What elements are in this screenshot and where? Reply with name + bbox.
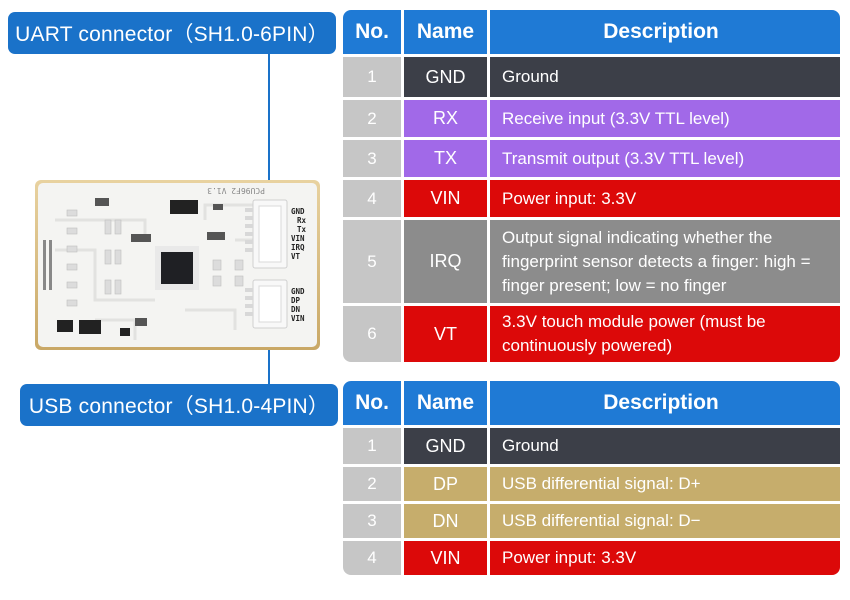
uart-pin-labels: GND Rx Tx VIN IRQ VT <box>291 207 307 261</box>
usb-pin-label: DN <box>291 305 301 314</box>
usb-connector-line <box>268 316 270 384</box>
uart-connector-line <box>268 54 270 205</box>
pin-name: VIN <box>404 541 487 575</box>
uart-pin-label: IRQ <box>291 243 305 252</box>
uart-pinout-table: No. Name Description 1 GND Ground 2 RX R… <box>343 10 840 362</box>
pin-name: VT <box>404 306 487 362</box>
pin-name: DN <box>404 504 487 538</box>
board-model-silkscreen: PCU96F2 V1.3 <box>207 186 265 195</box>
header-description: Description <box>490 381 840 425</box>
pin-number: 4 <box>343 541 401 575</box>
usb-pin-label: VIN <box>291 314 305 323</box>
header-no: No. <box>343 381 401 425</box>
uart-pin-label: GND <box>291 207 305 216</box>
uart-pin-label: VT <box>291 252 301 261</box>
pin-number: 3 <box>343 504 401 538</box>
pin-description: 3.3V touch module power (must be continu… <box>490 306 840 362</box>
table-header-row: No. Name Description <box>343 10 840 54</box>
table-header-row: No. Name Description <box>343 381 840 425</box>
pin-number: 1 <box>343 428 401 464</box>
pin-number: 5 <box>343 220 401 303</box>
header-name: Name <box>404 381 487 425</box>
table-row: 4 VIN Power input: 3.3V <box>343 541 840 575</box>
usb-pin-labels: GND DP DN VIN <box>291 287 305 323</box>
table-row: 2 DP USB differential signal: D+ <box>343 467 840 501</box>
uart-pin-label: Rx <box>297 216 307 225</box>
table-row: 4 VIN Power input: 3.3V <box>343 180 840 217</box>
header-name: Name <box>404 10 487 54</box>
main-chip <box>161 252 193 284</box>
smd-component <box>79 320 101 334</box>
usb-pinout-table: No. Name Description 1 GND Ground 2 DP U… <box>343 381 840 575</box>
pin-description: USB differential signal: D− <box>490 504 840 538</box>
pin-description: Ground <box>490 57 840 97</box>
table-row: 1 GND Ground <box>343 428 840 464</box>
table-row: 3 DN USB differential signal: D− <box>343 504 840 538</box>
header-description: Description <box>490 10 840 54</box>
pin-description: Ground <box>490 428 840 464</box>
pin-name: TX <box>404 140 487 177</box>
pin-number: 3 <box>343 140 401 177</box>
pin-number: 2 <box>343 100 401 137</box>
pin-number: 6 <box>343 306 401 362</box>
pin-name: VIN <box>404 180 487 217</box>
usb-pin-label: GND <box>291 287 305 296</box>
header-no: No. <box>343 10 401 54</box>
pin-description: Power input: 3.3V <box>490 180 840 217</box>
uart-pin-label: Tx <box>297 225 307 234</box>
uart-connector-label: UART connector（SH1.0-6PIN） <box>8 12 336 54</box>
pin-number: 2 <box>343 467 401 501</box>
table-row: 2 RX Receive input (3.3V TTL level) <box>343 100 840 137</box>
table-row: 1 GND Ground <box>343 57 840 97</box>
pin-name: GND <box>404 57 487 97</box>
pin-description: Output signal indicating whether the fin… <box>490 220 840 303</box>
pin-description: Transmit output (3.3V TTL level) <box>490 140 840 177</box>
pin-name: IRQ <box>404 220 487 303</box>
pin-description: USB differential signal: D+ <box>490 467 840 501</box>
pin-description: Power input: 3.3V <box>490 541 840 575</box>
table-row: 5 IRQ Output signal indicating whether t… <box>343 220 840 303</box>
fingerprint-module-board: PCU96F2 V1.3 GND Rx Tx VIN IRQ VT GND DP… <box>35 180 320 350</box>
table-row: 3 TX Transmit output (3.3V TTL level) <box>343 140 840 177</box>
usb-connector-label: USB connector（SH1.0-4PIN） <box>20 384 338 426</box>
uart-pin-label: VIN <box>291 234 305 243</box>
pin-description: Receive input (3.3V TTL level) <box>490 100 840 137</box>
usb-connector <box>245 279 288 329</box>
table-row: 6 VT 3.3V touch module power (must be co… <box>343 306 840 362</box>
uart-connector <box>245 199 288 269</box>
pin-name: DP <box>404 467 487 501</box>
pin-name: RX <box>404 100 487 137</box>
usb-pin-label: DP <box>291 296 301 305</box>
pin-number: 1 <box>343 57 401 97</box>
pin-name: GND <box>404 428 487 464</box>
pin-number: 4 <box>343 180 401 217</box>
